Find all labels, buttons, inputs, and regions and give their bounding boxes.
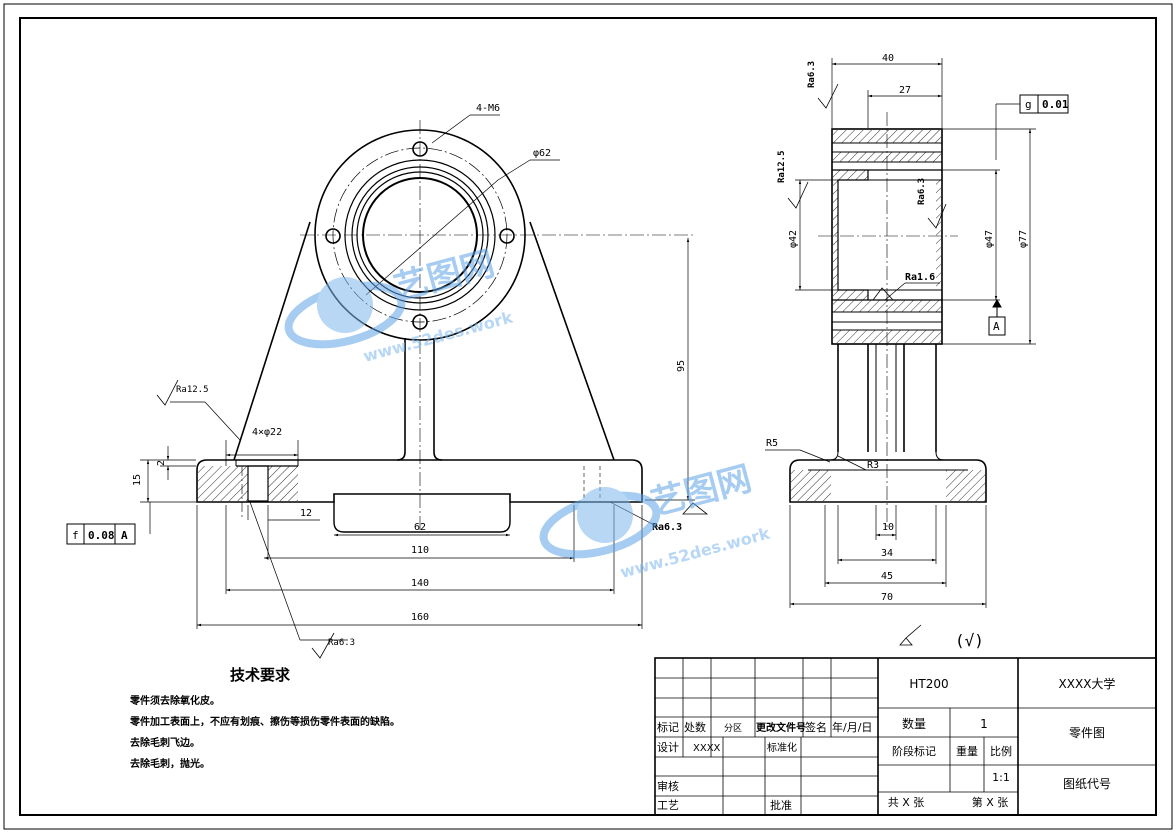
- tb-review: 审核: [657, 779, 679, 793]
- dim-15: 15: [132, 474, 143, 486]
- requirement-item: 去除毛刺飞边。: [130, 736, 200, 749]
- side-datum: A: [993, 320, 1000, 333]
- bolt-hole-left: [325, 228, 341, 244]
- tb-h-date: 年/月/日: [832, 720, 872, 734]
- ra-side-top: Ra6.3: [807, 61, 817, 88]
- dim-140: 140: [411, 578, 429, 589]
- flatness-symbol: f: [72, 529, 79, 542]
- flatness-value: 0.08: [88, 529, 115, 542]
- dim-12: 12: [300, 508, 312, 519]
- ra-side-left: Ra12.5: [777, 150, 787, 183]
- dim-110: 110: [411, 545, 429, 556]
- dim-45: 45: [881, 571, 893, 582]
- tb-weight-label: 重量: [956, 744, 978, 758]
- dim-27: 27: [899, 85, 911, 96]
- ra-base: Ra12.5: [176, 385, 209, 395]
- general-roughness: (√): [955, 631, 984, 650]
- tb-h-mark: 标记: [657, 720, 679, 734]
- dim-10: 10: [882, 522, 894, 533]
- flatness-datum: A: [121, 529, 128, 542]
- tb-part-name: 零件图: [1069, 726, 1105, 740]
- tolerance-frame-side: [1019, 94, 1069, 114]
- label-bolt-circle: φ62: [533, 148, 551, 159]
- dim-62: 62: [414, 522, 426, 533]
- watermark-1: 艺图网 www.52des.work: [284, 244, 515, 366]
- front-dims: [140, 114, 695, 641]
- tb-material: HT200: [909, 677, 948, 691]
- tol-value: 0.01: [1042, 98, 1069, 111]
- label-4-m6: 4-M6: [476, 103, 500, 114]
- tb-stage-label: 阶段标记: [892, 744, 936, 758]
- dim-34: 34: [881, 548, 893, 559]
- ra-bottom: Ra6.3: [652, 522, 682, 533]
- tb-sheet-no: 第 X 张: [972, 795, 1009, 809]
- bolt-hole-right: [499, 228, 515, 244]
- tb-standard: 标准化: [767, 741, 797, 754]
- front-centerlines: [300, 120, 695, 530]
- tb-drawing-no: 图纸代号: [1063, 777, 1111, 791]
- tb-h-zone: 分区: [724, 723, 742, 734]
- side-view: [789, 128, 987, 503]
- dim-70: 70: [881, 592, 893, 603]
- tb-school: XXXX大学: [1059, 676, 1116, 691]
- dim-d42: φ42: [788, 230, 799, 248]
- requirement-item: 零件加工表面上，不应有划痕、擦伤等损伤零件表面的缺陷。: [129, 715, 400, 728]
- roughness-symbol-hole: [311, 632, 335, 659]
- roughness-symbol-base: [156, 379, 179, 406]
- outer-border: [3, 3, 1173, 830]
- general-roughness-symbol: [899, 637, 913, 646]
- watermark-2: 艺图网 www.52des.work: [539, 459, 772, 582]
- tb-design: 设计: [657, 741, 679, 754]
- requirements-title: 技术要求: [230, 666, 291, 684]
- front-hatch-left: [198, 466, 248, 501]
- requirement-item: 去除毛刺，抛光。: [130, 757, 210, 770]
- requirement-item: 零件须去除氧化皮。: [129, 694, 220, 707]
- label-r3: R3: [867, 460, 879, 471]
- tb-h-change: 更改文件号: [756, 721, 806, 734]
- ra-side-bore: Ra1.6: [905, 272, 935, 283]
- tb-total-sheets: 共 X 张: [888, 796, 925, 809]
- dim-2: 2: [156, 460, 167, 466]
- tb-qty-value: 1: [980, 717, 988, 731]
- roughness-symbol-bottom: [682, 502, 709, 515]
- tb-process: 工艺: [657, 799, 679, 812]
- side-dims: [765, 58, 1036, 608]
- technical-requirements: 技术要求 零件须去除氧化皮。 零件加工表面上，不应有划痕、擦伤等损伤零件表面的缺…: [129, 666, 400, 770]
- flatness-frame: [66, 523, 136, 545]
- tb-scale-label: 比例: [990, 744, 1012, 758]
- tb-scale-value: 1:1: [992, 771, 1010, 784]
- inner-border: [19, 17, 1157, 816]
- tb-qty-label: 数量: [902, 716, 926, 731]
- dim-4x22: 4×φ22: [252, 427, 282, 438]
- dim-d47: φ47: [984, 230, 995, 248]
- label-r5: R5: [766, 438, 778, 449]
- tol-symbol: g: [1025, 98, 1032, 111]
- dim-160: 160: [411, 612, 429, 623]
- front-hatch-mid: [268, 466, 298, 501]
- dim-95: 95: [676, 360, 687, 372]
- tb-designer: XXXX: [693, 743, 721, 754]
- tb-approve: 批准: [770, 798, 792, 812]
- ra-hole: Ra6.3: [328, 638, 355, 648]
- title-block: [654, 657, 1157, 816]
- watermark-url-1: www.52des.work: [361, 308, 515, 366]
- dim-d77: φ77: [1018, 230, 1029, 248]
- tb-h-count: 处数: [684, 721, 706, 734]
- dim-40: 40: [882, 53, 894, 64]
- tb-h-sign: 签名: [805, 720, 827, 734]
- ra-side-inner: Ra6.3: [917, 178, 927, 205]
